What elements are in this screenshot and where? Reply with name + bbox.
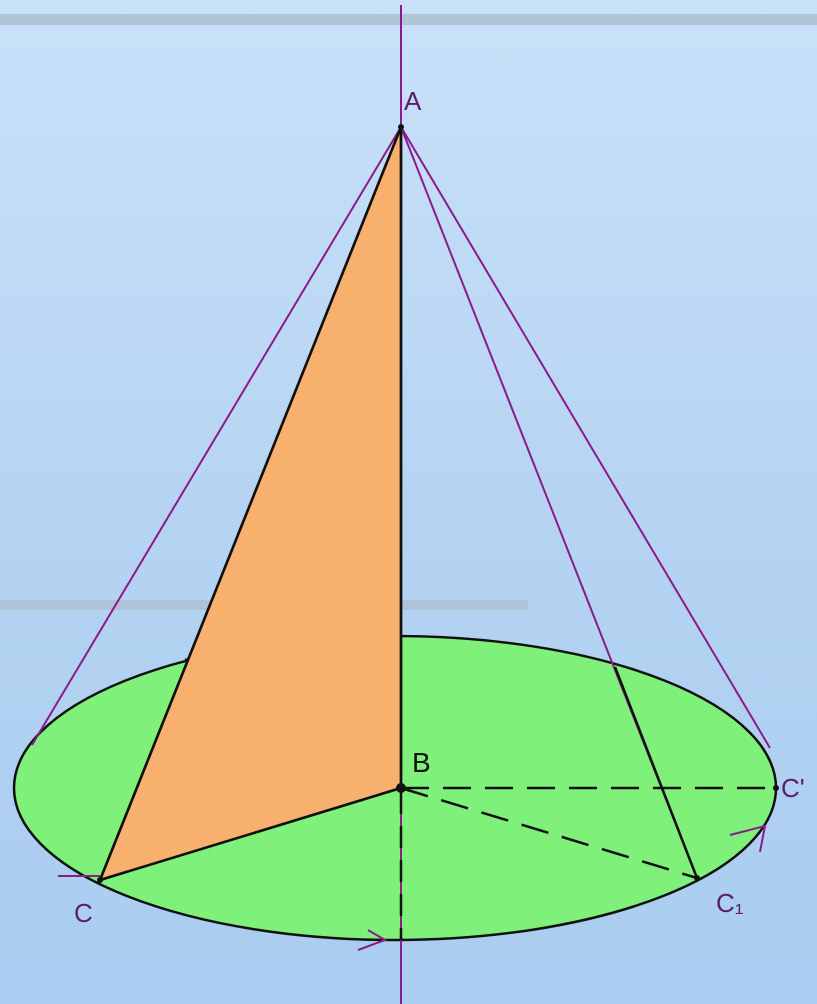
label-A: A: [404, 86, 422, 116]
point-C-prime: [773, 785, 779, 791]
label-B: B: [412, 747, 431, 778]
point-B: [396, 783, 406, 793]
label-C: C: [74, 898, 93, 928]
point-C1: [694, 875, 700, 881]
radius-B-C1: [400, 786, 698, 880]
label-C1: C₁: [716, 888, 744, 918]
label-C-prime: C': [781, 773, 805, 803]
rotation-arrow-bottom: [357, 929, 388, 951]
top-divider-bar: [0, 14, 817, 25]
generatrix-right-outer: [400, 126, 771, 749]
edge-A-C: [98, 126, 403, 881]
edge-B-C: [99, 786, 402, 882]
point-A: [398, 124, 404, 130]
generatrix-left-outer: [31, 126, 402, 746]
point-C: [97, 877, 103, 883]
edge-A-C1-visible: [613, 666, 699, 879]
rotation-arrow-right: [729, 824, 767, 853]
